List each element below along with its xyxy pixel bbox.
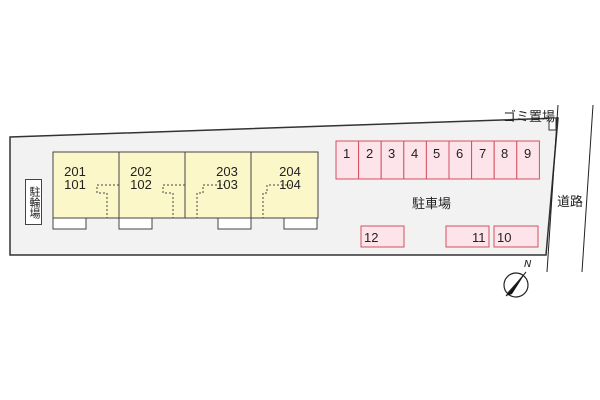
north-compass-icon (503, 271, 529, 298)
parking-space-11: 11 (472, 230, 486, 245)
garbage-area-label: ゴミ置場 (503, 110, 556, 125)
unit-lower: 101 (64, 177, 86, 192)
parking-space-10: 10 (497, 230, 512, 245)
parking-top-row (335, 140, 540, 180)
road-edge-right (581, 104, 594, 273)
parking-space-12: 12 (364, 230, 379, 245)
unit-upper: 204 (279, 164, 301, 179)
unit-label-204-104: 204 104 (275, 165, 305, 191)
north-label: N (524, 259, 532, 270)
garbage-box (548, 117, 557, 131)
unit-label-203-103: 203 103 (212, 165, 242, 191)
parking-space-9: 9 (524, 146, 532, 161)
parking-space-3: 3 (388, 146, 396, 161)
parking-space-4: 4 (411, 146, 419, 161)
unit-upper: 203 (216, 164, 238, 179)
parking-space-5: 5 (433, 146, 441, 161)
parking-space-8: 8 (501, 146, 509, 161)
car-parking-label: 駐車場 (412, 197, 452, 212)
unit-lower: 103 (216, 177, 238, 192)
unit-lower: 104 (279, 177, 301, 192)
parking-space-2: 2 (366, 146, 374, 161)
stair-outlines (96, 184, 291, 218)
unit-label-202-102: 202 102 (126, 165, 156, 191)
unit-label-201-101: 201 101 (60, 165, 90, 191)
bicycle-parking-label: 駐輪場 (25, 179, 42, 225)
road-edge-left (546, 104, 559, 273)
unit-upper: 202 (130, 164, 152, 179)
balconies (52, 217, 318, 230)
parking-bottom-row (360, 225, 539, 248)
unit-upper: 201 (64, 164, 86, 179)
unit-lower: 102 (130, 177, 152, 192)
parking-space-1: 1 (343, 146, 351, 161)
road-label: 道路 (557, 191, 584, 210)
parking-space-7: 7 (479, 146, 487, 161)
parking-space-6: 6 (456, 146, 464, 161)
